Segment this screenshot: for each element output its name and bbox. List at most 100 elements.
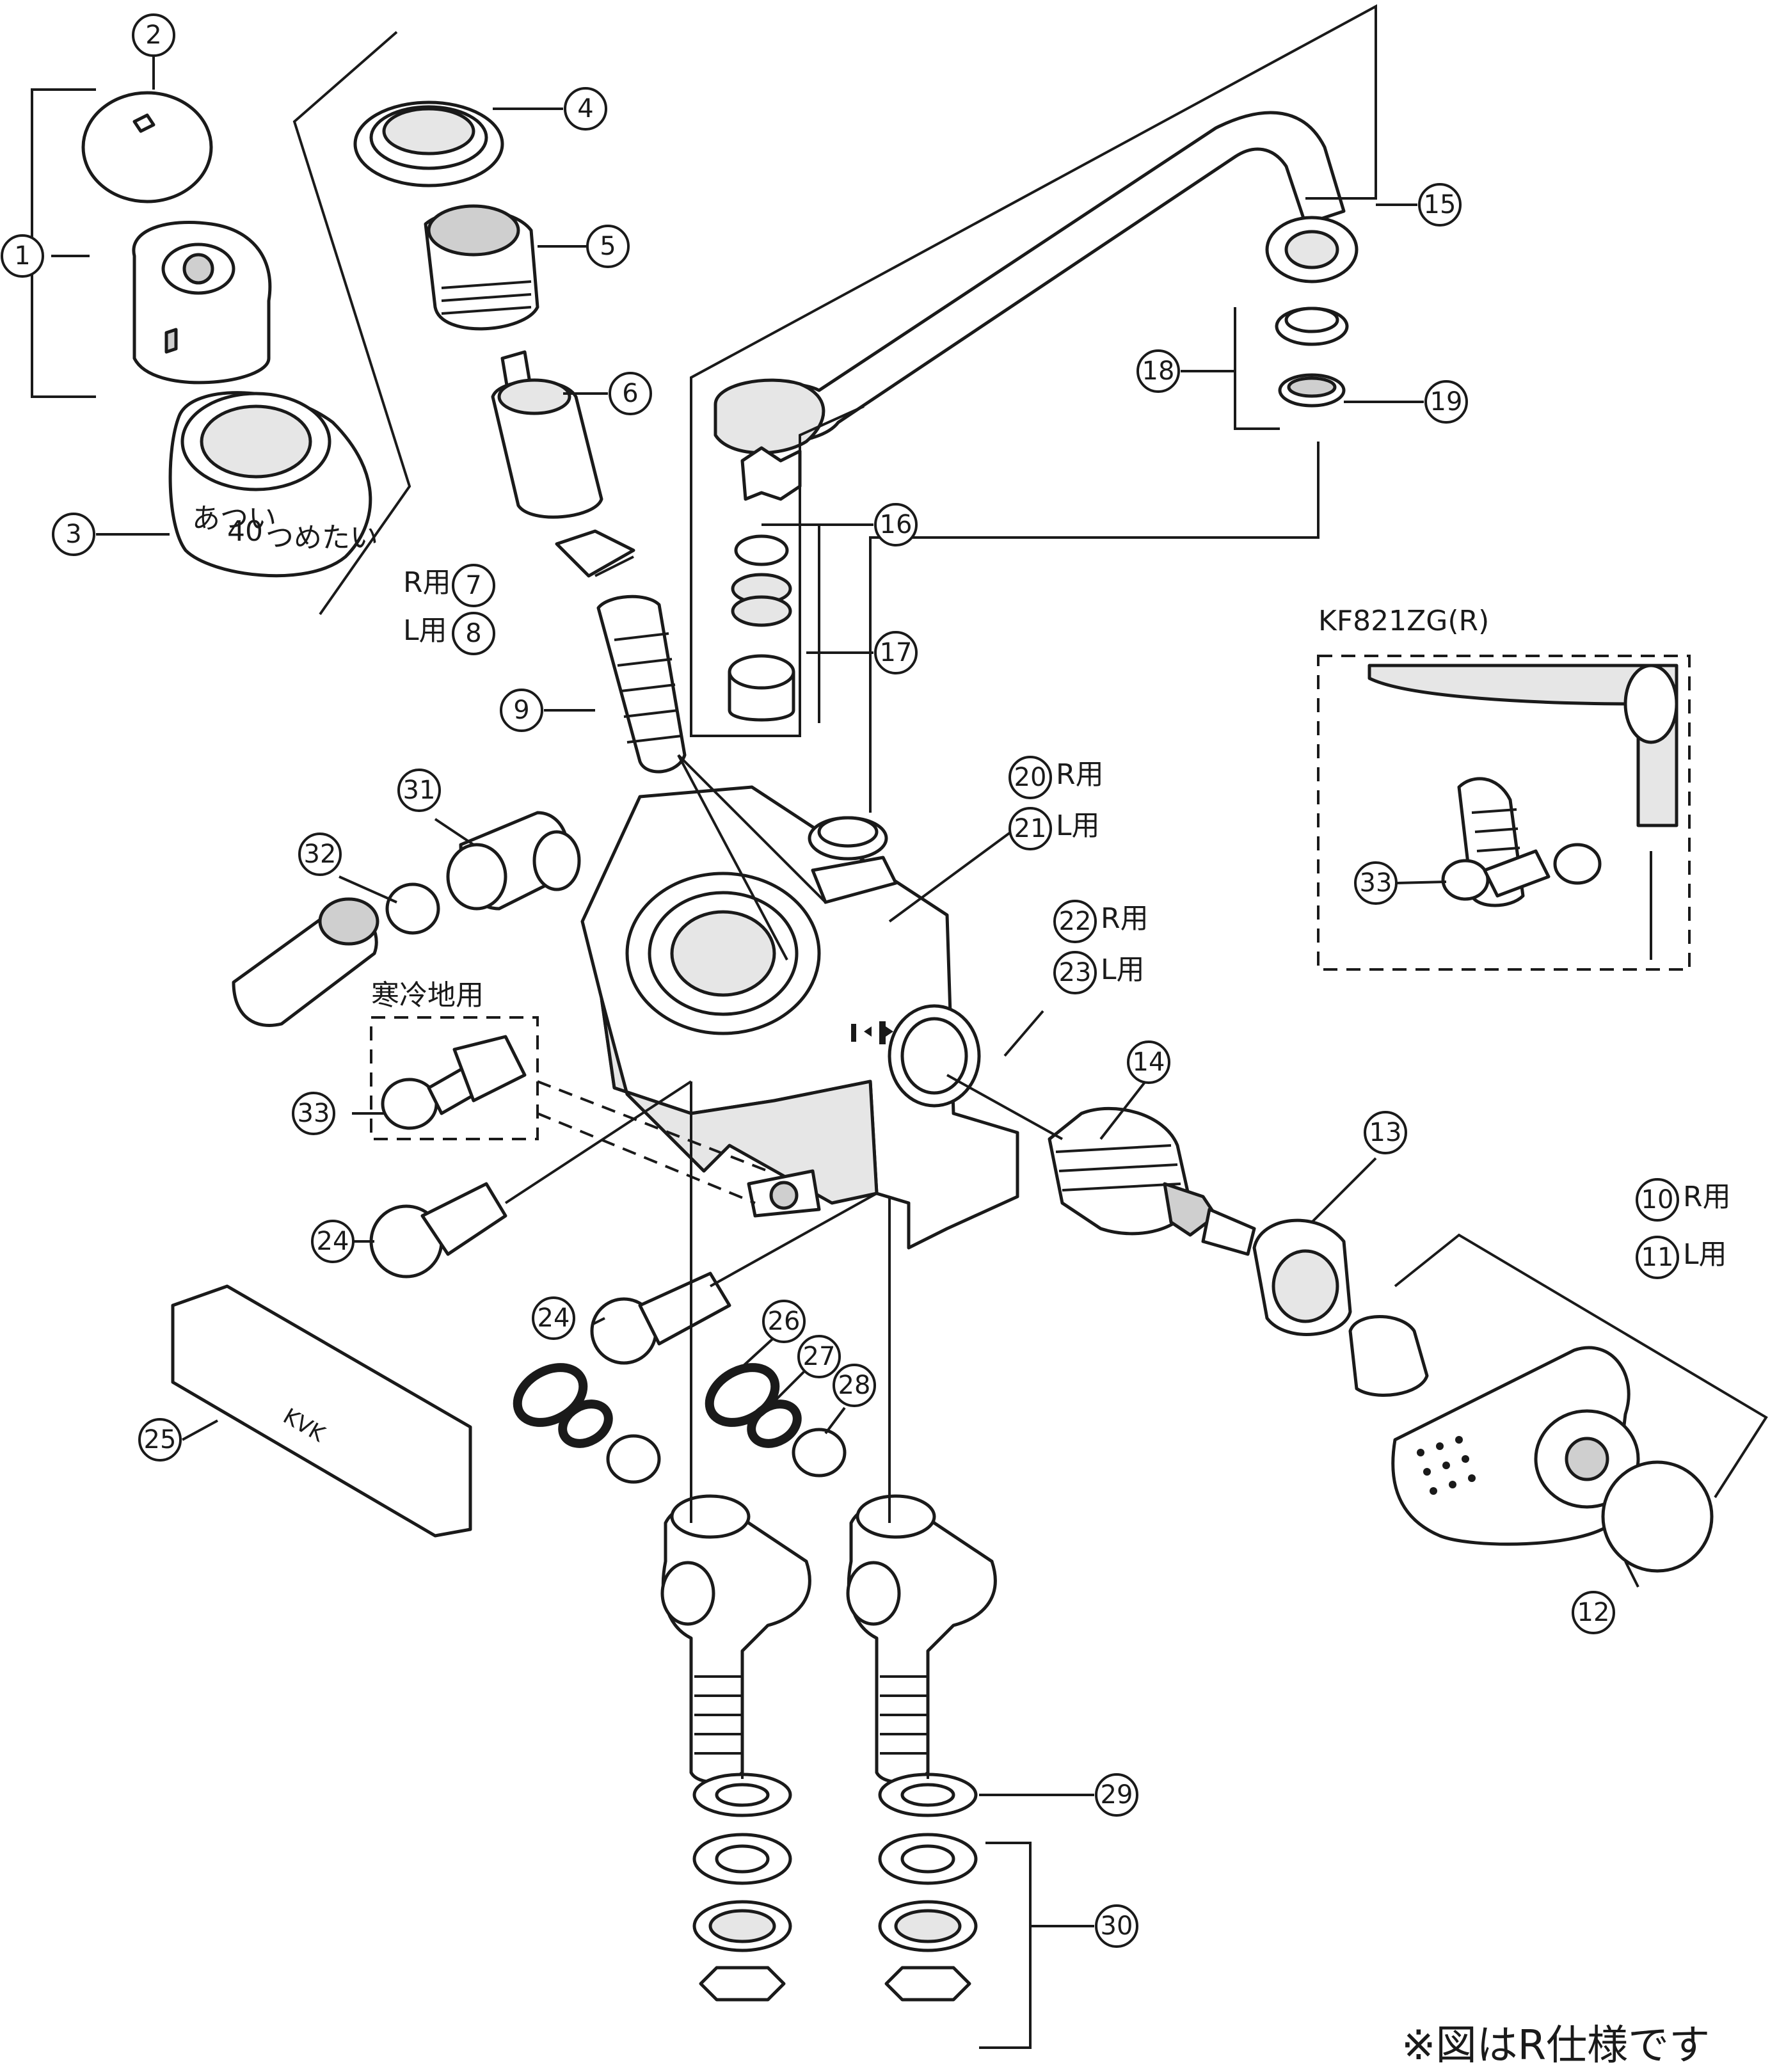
callout-28: 28 (833, 1364, 876, 1407)
part-22-variant-label: R用 (1101, 902, 1149, 935)
part-21-variant-label: L用 (1056, 809, 1100, 842)
callout-10: 10 (1636, 1178, 1679, 1222)
svg-text:4: 4 (577, 94, 593, 124)
callout-31: 31 (397, 769, 441, 812)
svg-text:19: 19 (1430, 387, 1463, 417)
svg-text:28: 28 (838, 1371, 871, 1400)
callout-13: 13 (1364, 1111, 1407, 1154)
dial-mark-40: 40 (227, 515, 263, 548)
callout-33-a: 33 (292, 1092, 335, 1135)
svg-text:26: 26 (768, 1307, 801, 1336)
callout-14: 14 (1127, 1040, 1170, 1084)
svg-text:16: 16 (880, 510, 913, 539)
svg-text:21: 21 (1014, 814, 1047, 843)
svg-text:27: 27 (803, 1342, 836, 1371)
callout-24-a: 24 (311, 1220, 355, 1263)
callout-5: 5 (586, 225, 630, 268)
svg-text:10: 10 (1641, 1185, 1674, 1215)
svg-text:7: 7 (465, 571, 481, 600)
cold-region-plug (381, 1035, 527, 1130)
seal-rings (513, 1363, 847, 1484)
svg-text:20: 20 (1014, 763, 1047, 792)
svg-text:14: 14 (1133, 1048, 1165, 1077)
cartridge-stack (353, 100, 687, 774)
callout-26: 26 (762, 1300, 806, 1343)
callout-24-b: 24 (532, 1296, 575, 1340)
part-11-variant-label: L用 (1683, 1238, 1727, 1271)
washers-and-nuts (692, 1773, 978, 2002)
svg-text:9: 9 (513, 696, 529, 725)
svg-text:11: 11 (1641, 1243, 1674, 1272)
svg-text:33: 33 (1360, 868, 1392, 898)
callout-18: 18 (1136, 349, 1180, 393)
dial-mark-hot: あつい (192, 502, 276, 535)
svg-text:2: 2 (145, 20, 161, 50)
svg-text:17: 17 (880, 638, 913, 667)
cold-region-label: 寒冷地用 (371, 979, 484, 1012)
leader-lines (31, 4, 1768, 2049)
svg-text:18: 18 (1142, 356, 1175, 386)
part-20-variant-label: R用 (1056, 758, 1104, 791)
callout-22: 22 (1053, 900, 1097, 943)
temperature-handle-group: あつい 40 つめたい (81, 91, 378, 578)
callout-3: 3 (52, 513, 95, 556)
callout-12: 12 (1572, 1591, 1615, 1634)
svg-text:5: 5 (600, 232, 616, 261)
callout-6: 6 (609, 372, 652, 415)
callout-15: 15 (1418, 183, 1462, 227)
callout-27: 27 (797, 1335, 841, 1378)
supply-elbows (660, 1494, 997, 1784)
callout-20: 20 (1009, 756, 1052, 799)
faucet-body (580, 785, 1019, 1250)
callout-33-b: 33 (1354, 861, 1398, 905)
part-8-variant-label: L用 (403, 614, 447, 647)
part-23-variant-label: L用 (1101, 953, 1145, 986)
aerator-parts (728, 446, 802, 722)
body-dial-marks (851, 1021, 893, 1044)
svg-text:15: 15 (1424, 190, 1456, 219)
callout-21: 21 (1009, 807, 1052, 850)
inlet-parts (232, 811, 581, 1027)
svg-text:6: 6 (622, 379, 638, 408)
callout-1: 1 (1, 234, 44, 278)
svg-text:31: 31 (403, 776, 436, 805)
svg-text:22: 22 (1059, 907, 1092, 936)
dial-mark-cold: つめたい (266, 522, 378, 554)
inset-title: KF821ZG(R) (1318, 605, 1489, 637)
handle-grip-dots (1417, 1436, 1476, 1495)
callout-23: 23 (1053, 951, 1097, 994)
svg-text:3: 3 (65, 520, 81, 549)
callout-9: 9 (500, 689, 543, 732)
spout-rings (1275, 307, 1349, 408)
callout-16: 16 (874, 503, 918, 546)
inset-detail: KF821ZG(R) (1317, 605, 1691, 971)
svg-text:24: 24 (538, 1303, 570, 1333)
inset-33-leader (1396, 881, 1447, 884)
svg-text:29: 29 (1101, 1780, 1133, 1810)
cold-region-box (370, 1016, 539, 1140)
callout-2: 2 (132, 13, 175, 57)
flow-handle-group (1048, 1106, 1714, 1573)
part-7-variant-label: R用 (403, 566, 451, 599)
svg-text:8: 8 (465, 619, 481, 648)
callout-19: 19 (1424, 380, 1468, 424)
svg-text:24: 24 (317, 1227, 349, 1256)
callout-29: 29 (1095, 1773, 1138, 1817)
callout-7: 7 (452, 564, 495, 607)
svg-text:1: 1 (14, 241, 30, 271)
callout-4: 4 (564, 87, 607, 131)
svg-text:12: 12 (1577, 1598, 1610, 1627)
svg-text:30: 30 (1101, 1911, 1133, 1941)
svg-text:13: 13 (1369, 1118, 1402, 1147)
specification-note: ※図はR仕様です (1401, 2022, 1710, 2069)
callout-25: 25 (138, 1418, 182, 1462)
svg-text:25: 25 (144, 1425, 177, 1454)
spout (714, 111, 1359, 455)
svg-text:33: 33 (298, 1099, 330, 1128)
callout-17: 17 (874, 631, 918, 674)
cold-region-leaders (537, 1080, 769, 1204)
svg-text:32: 32 (304, 840, 337, 869)
cover-plate: KVK (171, 1284, 472, 1538)
callout-11: 11 (1636, 1236, 1679, 1279)
